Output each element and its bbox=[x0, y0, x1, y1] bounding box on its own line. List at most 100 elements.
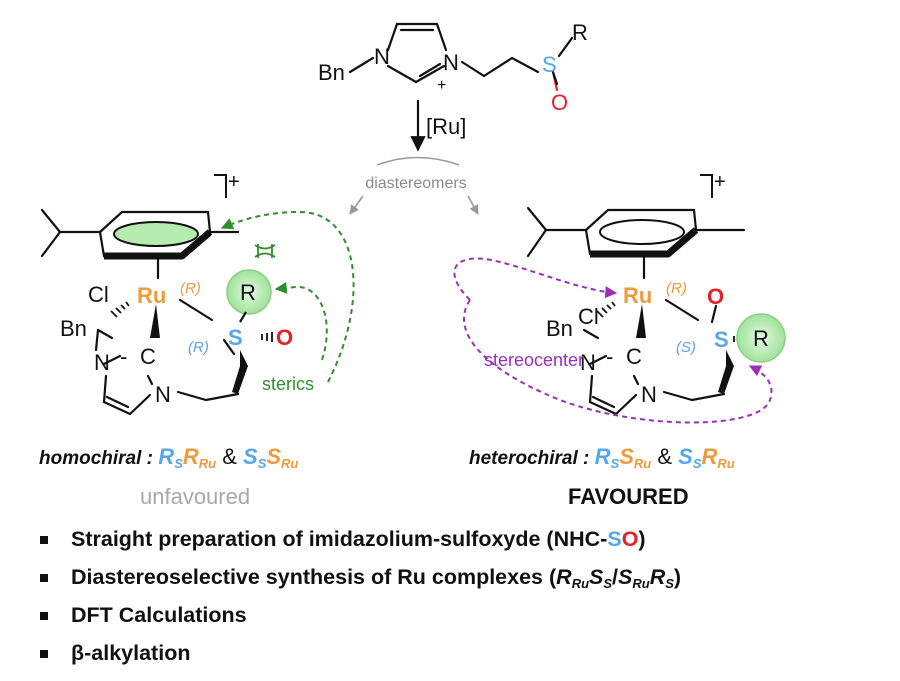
left-bn-label: Bn bbox=[60, 316, 87, 341]
left-sulfur-label: S bbox=[228, 325, 243, 350]
summary-item-1-o: O bbox=[621, 527, 639, 551]
right-n1-label: N bbox=[580, 350, 596, 375]
left-charge: + bbox=[228, 171, 240, 193]
stereocenter-arrow-to-ru bbox=[453, 257, 618, 301]
sterics-arrow-r bbox=[274, 281, 328, 361]
top-sulfur-label: S bbox=[542, 52, 557, 77]
hetero-d: R bbox=[701, 444, 718, 469]
homo-b: R bbox=[182, 444, 199, 469]
right-complex: + bbox=[526, 171, 786, 416]
summary-item-2-b: S bbox=[589, 565, 604, 589]
bullet-square-icon bbox=[40, 612, 48, 620]
homochiral-line: homochiral : RSRRu & SSSRu bbox=[39, 444, 298, 471]
left-s-descriptor: (R) bbox=[188, 339, 209, 356]
right-c-label: C bbox=[626, 344, 642, 369]
stereocenter-label: stereocenter bbox=[484, 350, 584, 370]
summary-item-2-d-sub: S bbox=[665, 576, 674, 591]
summary-item-2-b-sub: S bbox=[603, 576, 613, 591]
left-cl-label: Cl bbox=[88, 282, 109, 307]
homo-d: S bbox=[266, 444, 282, 469]
right-r-group-highlight bbox=[736, 313, 786, 363]
split-bracket bbox=[376, 156, 460, 166]
summary-list: Straight preparation of imidazolium-sulf… bbox=[40, 520, 681, 672]
homo-a-sub: S bbox=[174, 456, 183, 471]
top-n2-label: N bbox=[443, 50, 459, 75]
reagent-label: [Ru] bbox=[426, 114, 466, 139]
hetero-b: S bbox=[619, 444, 634, 469]
left-n2-label: N bbox=[155, 382, 171, 407]
summary-item-4-text: β-alkylation bbox=[71, 641, 191, 665]
top-bn-label: Bn bbox=[318, 60, 345, 85]
summary-item: Diastereoselective synthesis of Ru compl… bbox=[40, 558, 681, 596]
hetero-c-sub: S bbox=[692, 456, 702, 471]
right-sulfur-label: S bbox=[714, 327, 729, 352]
summary-item: Straight preparation of imidazolium-sulf… bbox=[40, 520, 681, 558]
homo-c: S bbox=[243, 444, 258, 469]
sterics-label: sterics bbox=[262, 374, 314, 394]
right-bn-label: Bn bbox=[546, 316, 573, 341]
summary-item-2-c: S bbox=[618, 565, 633, 589]
summary-item-2-close: ) bbox=[673, 565, 682, 589]
imidazolium-sulfoxide bbox=[348, 22, 574, 92]
top-n1-label: N bbox=[374, 44, 390, 69]
hetero-amp: & bbox=[651, 444, 679, 469]
summary-item-3-text: DFT Calculations bbox=[71, 603, 247, 627]
summary-item: β-alkylation bbox=[40, 634, 681, 672]
right-cl-label: Cl bbox=[578, 304, 599, 329]
left-r-label: R bbox=[240, 280, 256, 305]
left-c-label: C bbox=[140, 344, 156, 369]
right-oxygen-label: O bbox=[707, 284, 724, 309]
diastereomers-label: diastereomers bbox=[365, 175, 466, 192]
right-charge: + bbox=[714, 171, 726, 193]
split-arrow-left bbox=[349, 195, 364, 215]
heterochiral-line: heterochiral : RSSRu & SSRRu bbox=[469, 444, 735, 471]
homo-d-sub: Ru bbox=[281, 456, 299, 471]
summary-item-2-a: R bbox=[556, 565, 572, 589]
summary-item-2-d: R bbox=[649, 565, 666, 589]
summary-item-2-slash: / bbox=[612, 565, 619, 589]
summary-item-2-c-sub: Ru bbox=[632, 576, 650, 591]
left-ru-label: Ru bbox=[137, 283, 166, 308]
summary-item-2-a-sub: Ru bbox=[571, 576, 590, 591]
homo-amp: & bbox=[216, 444, 243, 469]
right-carbene-dash: - bbox=[606, 344, 613, 369]
left-r-group-highlight bbox=[226, 269, 272, 315]
stereocenter-arrow-to-s bbox=[463, 299, 773, 424]
bullet-square-icon bbox=[40, 574, 48, 582]
right-n2-label: N bbox=[641, 382, 657, 407]
summary-item-1-s: S bbox=[607, 527, 622, 551]
top-oxygen-label: O bbox=[551, 90, 568, 115]
homo-b-sub: Ru bbox=[198, 456, 217, 471]
favoured-label: FAVOURED bbox=[568, 484, 689, 509]
unfavoured-label: unfavoured bbox=[140, 484, 251, 509]
right-r-label: R bbox=[753, 326, 769, 351]
hetero-a: R bbox=[594, 444, 611, 469]
bullet-square-icon bbox=[40, 650, 48, 658]
summary-item: DFT Calculations bbox=[40, 596, 681, 634]
top-r-label: R bbox=[572, 20, 588, 45]
homo-c-sub: S bbox=[257, 456, 267, 471]
hetero-a-sub: S bbox=[610, 456, 620, 471]
hetero-b-sub: Ru bbox=[633, 456, 652, 471]
hetero-d-sub: Ru bbox=[717, 456, 735, 471]
hetero-c: S bbox=[678, 444, 693, 469]
left-ru-descriptor: (R) bbox=[180, 280, 201, 297]
summary-item-1-close: ) bbox=[638, 527, 646, 551]
heterochiral-prefix: heterochiral : bbox=[469, 448, 595, 469]
right-arene-ring-outline bbox=[599, 219, 685, 245]
left-complex: + bbox=[40, 171, 273, 416]
summary-item-1-text: Straight preparation of imidazolium-sulf… bbox=[71, 527, 608, 551]
right-s-descriptor: (S) bbox=[676, 339, 696, 356]
left-oxygen-label: O bbox=[276, 325, 293, 350]
right-ru-label: Ru bbox=[623, 283, 652, 308]
steric-clash-icon bbox=[254, 244, 276, 258]
split-arrow-right bbox=[467, 195, 479, 215]
left-arene-ring-highlight bbox=[113, 221, 199, 247]
homo-a: R bbox=[158, 444, 175, 469]
left-carbene-dash: - bbox=[120, 344, 127, 369]
top-plus-charge: + bbox=[437, 77, 446, 94]
left-n1-label: N bbox=[94, 350, 110, 375]
bullet-square-icon bbox=[40, 536, 48, 544]
right-ru-descriptor: (R) bbox=[666, 280, 687, 297]
